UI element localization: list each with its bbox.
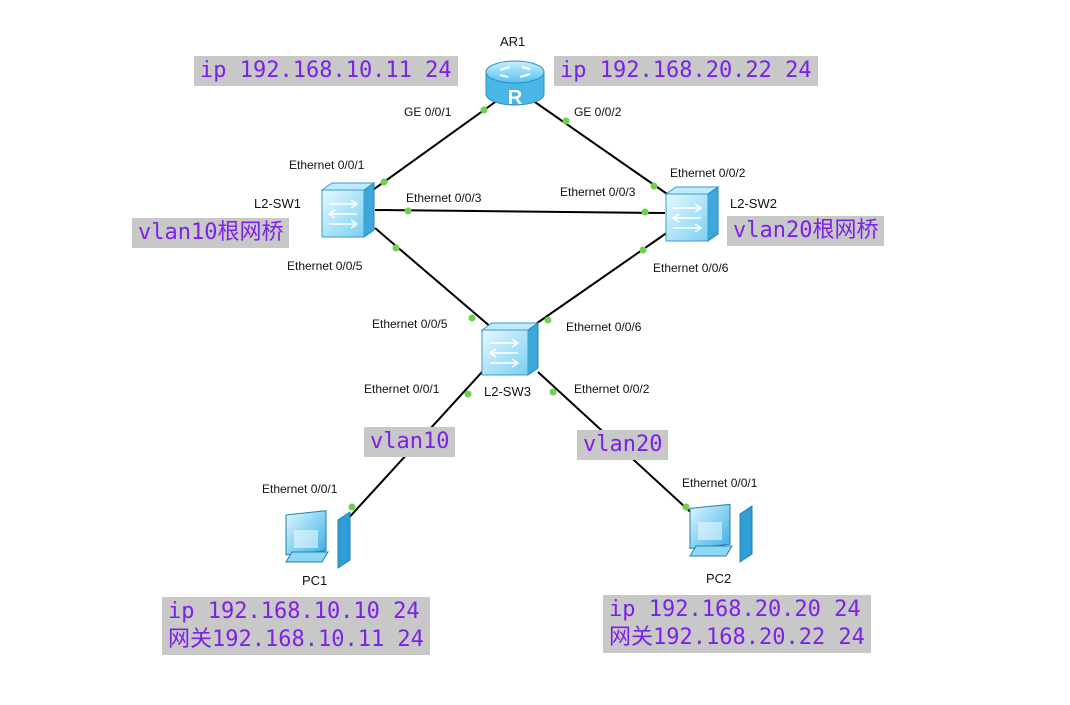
port-dot-sw3-e005 <box>468 314 476 322</box>
port-dot-sw2-e003 <box>641 208 649 216</box>
port-dot-sw1-e003 <box>404 207 412 215</box>
note-vlan20: vlan20 <box>577 430 669 460</box>
port-dot-sw1-e001 <box>380 178 388 186</box>
note-pc2-ip: ip 192.168.20.20 24 <box>609 597 861 622</box>
port-label-sw2-e003: Ethernet 0/0/3 <box>560 185 636 199</box>
port-label-ar1-g001: GE 0/0/1 <box>404 105 452 119</box>
note-sw2-root-bridge: vlan20根网桥 <box>727 216 885 246</box>
note-text: vlan20根网桥 <box>733 218 879 243</box>
note-ar1-ip-left: ip 192.168.10.11 24 <box>194 56 458 86</box>
port-dot-sw2-e006 <box>639 246 647 254</box>
port-dot-sw2-e002 <box>650 182 658 190</box>
link-ar1-sw1 <box>369 99 499 193</box>
port-label-sw3-e005: Ethernet 0/0/5 <box>372 317 448 331</box>
note-ar1-ip-right: ip 192.168.20.22 24 <box>554 56 818 86</box>
port-dot-ar1-g001 <box>480 106 488 114</box>
port-label-pc1-e001: Ethernet 0/0/1 <box>262 482 338 496</box>
note-pc1-gateway: 网关192.168.10.11 24 <box>168 627 424 652</box>
port-label-pc2-e001: Ethernet 0/0/1 <box>682 476 758 490</box>
switch-sw3[interactable]: L2-SW3 <box>480 322 540 399</box>
port-dot-sw3-e006 <box>544 316 552 324</box>
note-text: ip 192.168.20.22 24 <box>560 58 812 83</box>
port-label-sw1-e001: Ethernet 0/0/1 <box>289 158 365 172</box>
port-dot-sw3-e002 <box>549 388 557 396</box>
port-dot-ar1-g002 <box>562 117 570 125</box>
note-text: vlan20 <box>583 432 663 457</box>
device-label-pc2: PC2 <box>706 571 731 586</box>
port-dot-sw1-e005 <box>392 244 400 252</box>
link-sw1-sw2 <box>374 209 666 214</box>
switch-sw2[interactable]: L2-SW2 <box>664 186 777 242</box>
svg-text:R: R <box>508 87 523 109</box>
port-dots <box>348 106 690 511</box>
port-dot-pc2-e001 <box>682 503 690 511</box>
port-labels: GE 0/0/1 GE 0/0/2 Ethernet 0/0/1 Etherne… <box>262 105 758 496</box>
device-label-ar1: AR1 <box>500 34 525 49</box>
pc-icon <box>285 510 351 569</box>
note-pc1-config: ip 192.168.10.10 24 网关192.168.10.11 24 <box>162 597 430 655</box>
note-text: vlan10 <box>370 429 450 454</box>
link-ar1-sw2 <box>531 99 671 197</box>
note-sw1-root-bridge: vlan10根网桥 <box>132 218 290 248</box>
link-sw2-sw3 <box>529 231 669 329</box>
pc-icon <box>689 503 753 563</box>
port-label-sw1-e003: Ethernet 0/0/3 <box>406 191 482 205</box>
pc-pc1[interactable]: PC1 <box>285 510 351 588</box>
device-label-sw2: L2-SW2 <box>730 196 777 211</box>
switch-icon <box>480 322 540 376</box>
switch-sw1[interactable]: L2-SW1 <box>254 182 376 238</box>
port-dot-sw3-e001 <box>464 390 472 398</box>
switch-icon <box>320 182 376 238</box>
port-label-sw2-e006: Ethernet 0/0/6 <box>653 261 729 275</box>
port-label-sw2-e002: Ethernet 0/0/2 <box>670 166 746 180</box>
note-text: vlan10根网桥 <box>138 220 284 245</box>
switch-icon <box>664 186 720 242</box>
port-label-ar1-g002: GE 0/0/2 <box>574 105 622 119</box>
note-vlan10: vlan10 <box>364 427 456 457</box>
link-sw1-sw3 <box>374 227 493 329</box>
device-label-sw1: L2-SW1 <box>254 196 301 211</box>
port-label-sw3-e006: Ethernet 0/0/6 <box>566 320 642 334</box>
note-text: ip 192.168.10.11 24 <box>200 58 452 83</box>
note-pc1-ip: ip 192.168.10.10 24 <box>168 599 420 624</box>
router-icon: R <box>485 60 545 109</box>
device-label-pc1: PC1 <box>302 573 327 588</box>
router-ar1[interactable]: R AR1 <box>485 34 545 109</box>
pc-pc2[interactable]: PC2 <box>689 503 753 586</box>
port-label-sw3-e002: Ethernet 0/0/2 <box>574 382 650 396</box>
note-pc2-gateway: 网关192.168.20.22 24 <box>609 625 865 650</box>
port-label-sw3-e001: Ethernet 0/0/1 <box>364 382 440 396</box>
port-label-sw1-e005: Ethernet 0/0/5 <box>287 259 363 273</box>
note-pc2-config: ip 192.168.20.20 24 网关192.168.20.22 24 <box>603 595 871 653</box>
device-label-sw3: L2-SW3 <box>484 384 531 399</box>
port-dot-pc1-e001 <box>348 503 356 511</box>
